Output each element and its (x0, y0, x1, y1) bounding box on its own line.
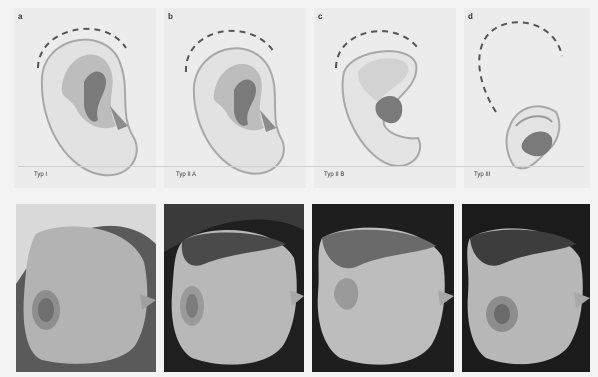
panel-d: d (464, 8, 590, 188)
photo-patient-c (312, 204, 454, 372)
ear-illustration-type-iia (164, 8, 306, 188)
panel-a: a (14, 8, 156, 188)
caption-separator-line (18, 166, 584, 167)
type-label-d: Typ III (474, 172, 490, 178)
ear-illustration-type-i (14, 8, 156, 188)
type-label-b: Typ II A (176, 172, 196, 178)
type-label-c: Typ II B (324, 172, 344, 178)
photo-patient-a (16, 204, 156, 372)
photo-patient-b (164, 204, 304, 372)
type-label-a: Typ I (34, 172, 47, 178)
ear-illustration-type-iib (314, 8, 456, 188)
ear-illustration-type-iii (464, 8, 590, 188)
photo-patient-d (462, 204, 590, 372)
panel-b: b (164, 8, 306, 188)
panel-c: c (314, 8, 456, 188)
